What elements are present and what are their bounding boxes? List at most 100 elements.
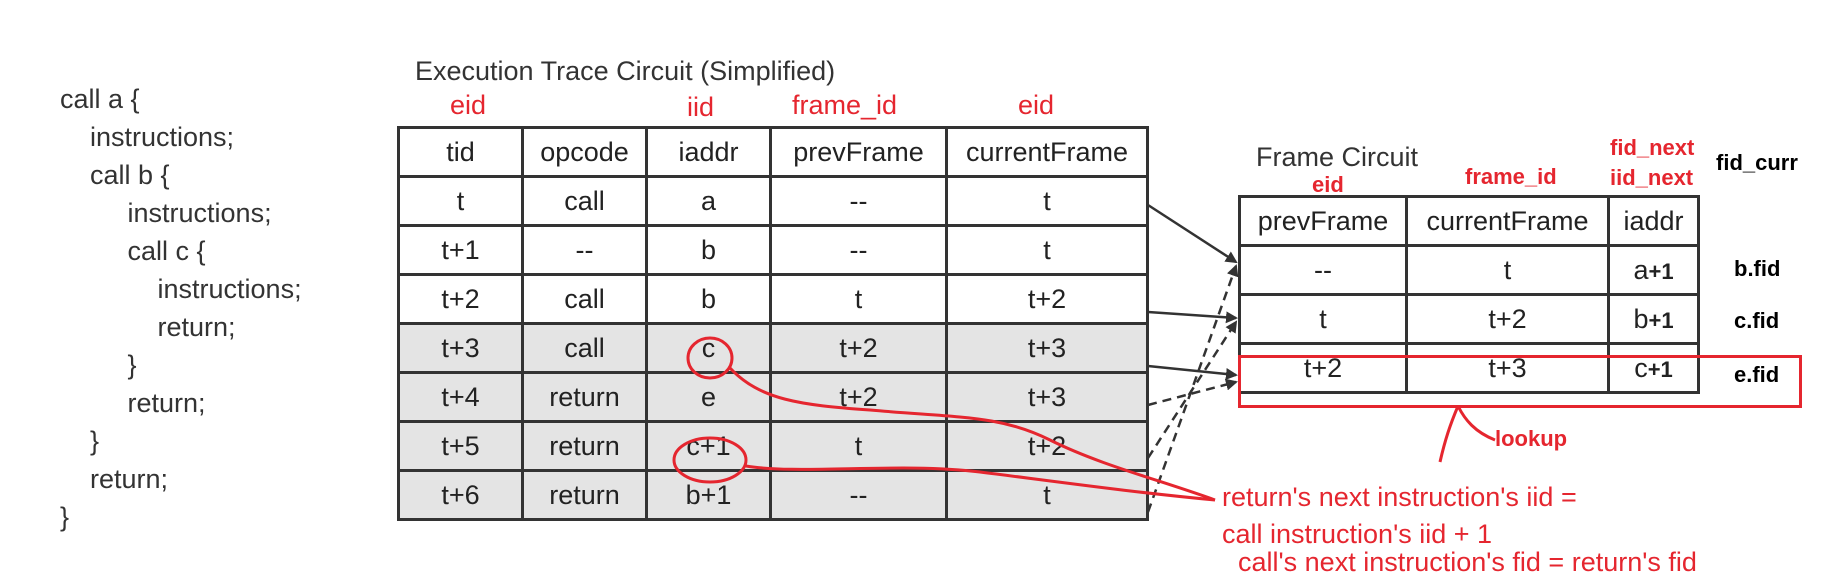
table-row: t+3 call c t+2 t+3 — [397, 322, 1149, 374]
table-cell: -- — [769, 469, 948, 521]
table-cell: -- — [1238, 244, 1408, 296]
lookup-label: lookup — [1495, 426, 1568, 451]
table-row: t+5 return c+1 t t+2 — [397, 420, 1149, 472]
code-line: return; — [60, 464, 169, 494]
table-row: t t+2 b+1 — [1238, 293, 1700, 345]
table-cell: t+2 — [945, 420, 1149, 472]
code-line: return; — [60, 388, 206, 418]
table-header-row: prevFrame currentFrame iaddr — [1238, 195, 1700, 247]
frame-circuit-table: prevFrame currentFrame iaddr -- t a+1 t … — [1238, 195, 1700, 394]
frame-prev-annotation: eid — [1312, 172, 1344, 197]
header-prevframe: prevFrame — [769, 126, 948, 178]
table-cell: c — [645, 322, 772, 374]
code-line: instructions; — [60, 198, 272, 228]
table-cell: -- — [769, 175, 948, 227]
table-cell: return — [521, 469, 648, 521]
circle-c — [686, 336, 734, 380]
tid-annotation: eid — [450, 90, 487, 120]
table-cell: b — [645, 224, 772, 276]
table-cell: a+1 — [1607, 244, 1700, 296]
arrow-row-t6 — [1146, 264, 1239, 513]
header-currentframe: currentFrame — [945, 126, 1149, 178]
table-cell: t+3 — [1405, 342, 1610, 394]
fid-label: c.fid — [1734, 308, 1780, 333]
table-cell: call — [521, 322, 648, 374]
currentframe-annotation: eid — [1018, 90, 1055, 120]
table-cell: e — [645, 371, 772, 423]
table-cell: b — [645, 273, 772, 325]
source-code: call a { instructions; call b { instruct… — [60, 80, 302, 536]
fid-label: b.fid — [1734, 256, 1781, 281]
note-line-2: call instruction's iid + 1 — [1222, 519, 1493, 549]
iaddr-suffix: +1 — [1647, 356, 1673, 382]
frame-title: Frame Circuit — [1256, 142, 1419, 172]
header-iaddr: iaddr — [1607, 195, 1700, 247]
frame-curr-annotation: frame_id — [1465, 164, 1557, 189]
table-cell: t — [945, 224, 1149, 276]
arrow-row-t — [1147, 203, 1238, 264]
curve-from-c — [728, 366, 1216, 502]
execution-trace-table: tid opcode iaddr prevFrame currentFrame … — [397, 126, 1149, 521]
table-cell: c+1 — [1607, 342, 1700, 394]
table-row: t call a -- t — [397, 175, 1149, 227]
table-row: t+6 return b+1 -- t — [397, 469, 1149, 521]
table-row: t+2 t+3 c+1 — [1238, 342, 1700, 394]
header-iaddr: iaddr — [645, 126, 772, 178]
curve-from-c-plus-1 — [745, 464, 1216, 502]
fid-label: e.fid — [1734, 362, 1780, 387]
code-line: call a { — [60, 84, 140, 114]
table-cell: t — [945, 175, 1149, 227]
prevframe-annotation: frame_id — [792, 90, 898, 120]
code-line: } — [60, 426, 100, 456]
iaddr-base: c — [1634, 352, 1648, 383]
table-cell: c+1 — [645, 420, 772, 472]
code-line: } — [60, 350, 137, 380]
table-cell: a — [645, 175, 772, 227]
table-header-row: tid opcode iaddr prevFrame currentFrame — [397, 126, 1149, 178]
arrow-row-t3 — [1147, 364, 1238, 380]
table-cell: t+2 — [397, 273, 524, 325]
table-cell: call — [521, 175, 648, 227]
code-line: instructions; — [60, 122, 235, 152]
arrow-row-t4 — [1147, 378, 1238, 407]
code-line: call b { — [60, 160, 170, 190]
arrow-row-t2 — [1147, 310, 1238, 324]
table-row: t+2 call b t t+2 — [397, 273, 1149, 325]
frame-iaddr-annotation-1: fid_next — [1610, 135, 1695, 160]
code-line: return; — [60, 312, 236, 342]
iaddr-suffix: +1 — [1648, 307, 1674, 333]
table-cell: t+4 — [397, 371, 524, 423]
table-cell: t — [945, 469, 1149, 521]
table-cell: t — [397, 175, 524, 227]
table-cell: t+2 — [945, 273, 1149, 325]
note-line-3: call's next instruction's fid = return's… — [1238, 547, 1697, 577]
table-cell: t+2 — [769, 322, 948, 374]
header-tid: tid — [397, 126, 524, 178]
table-cell: return — [521, 420, 648, 472]
table-cell: t+5 — [397, 420, 524, 472]
lookup-highlight-box — [1238, 355, 1802, 408]
table-row: t+1 -- b -- t — [397, 224, 1149, 276]
table-cell: t+3 — [945, 322, 1149, 374]
header-opcode: opcode — [521, 126, 648, 178]
table-cell: t — [1405, 244, 1610, 296]
table-cell: b+1 — [645, 469, 772, 521]
fid-curr-header: fid_curr — [1716, 150, 1798, 175]
code-line: instructions; — [60, 274, 302, 304]
trace-title: Execution Trace Circuit (Simplified) — [415, 56, 836, 86]
table-cell: t+3 — [397, 322, 524, 374]
iaddr-base: b — [1633, 303, 1649, 334]
note-line-1: return's next instruction's iid = — [1222, 482, 1577, 512]
code-line: } — [60, 502, 70, 532]
table-cell: call — [521, 273, 648, 325]
table-cell: b+1 — [1607, 293, 1700, 345]
table-cell: t+6 — [397, 469, 524, 521]
header-prevframe: prevFrame — [1238, 195, 1408, 247]
arrow-row-t5 — [1146, 320, 1238, 459]
code-line: call c { — [60, 236, 206, 266]
circle-c-plus-1 — [672, 436, 748, 484]
table-cell: t — [769, 420, 948, 472]
table-row: -- t a+1 — [1238, 244, 1700, 296]
table-cell: t — [1238, 293, 1408, 345]
